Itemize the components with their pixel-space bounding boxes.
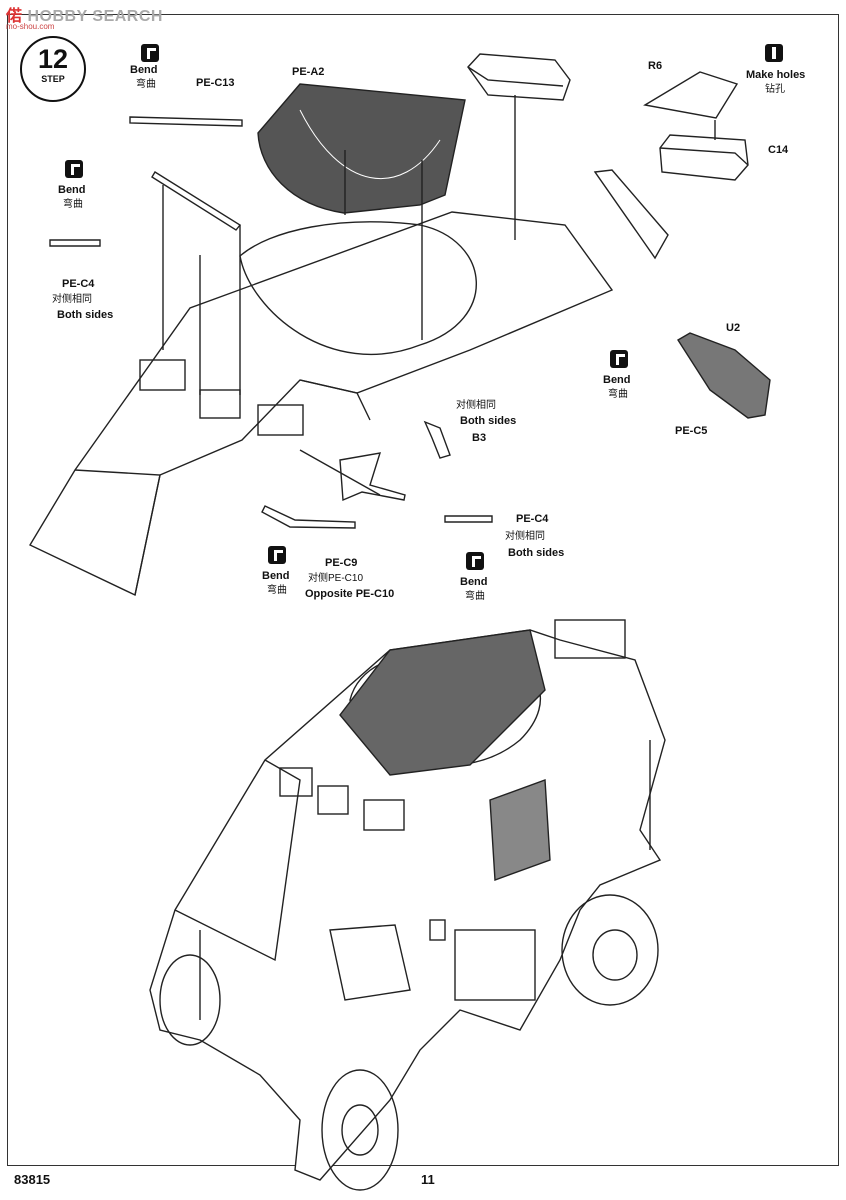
pe-a2-plate	[257, 83, 466, 214]
step-number: 12	[37, 44, 69, 74]
step-label: STEP	[41, 74, 65, 84]
opposite-label: Opposite PE-C10	[305, 588, 395, 600]
bend-icon	[610, 350, 628, 368]
side-hatch-plate	[593, 169, 669, 260]
part-pe-a2: PE-A2	[292, 66, 325, 78]
part-pe-c13: PE-C13	[196, 77, 235, 89]
page-frame	[7, 14, 839, 1166]
part-pe-c4-left: PE-C4	[62, 278, 95, 290]
both-sides-cn-left: 对侧相同	[52, 294, 92, 305]
both-sides-left: Both sides	[57, 309, 114, 321]
both-sides-cn-b3: 对侧相同	[456, 400, 496, 411]
pe-c4-strip-right	[444, 515, 493, 523]
storage-box	[454, 929, 536, 1001]
drill-icon	[765, 44, 783, 62]
r6-part	[643, 71, 739, 119]
bend-label-cn: 弯曲	[267, 585, 287, 596]
watermark: 偌 HOBBY SEARCH	[6, 2, 163, 26]
watermark-brand: HOBBY SEARCH	[27, 8, 163, 25]
bend-label: Bend	[58, 184, 86, 196]
hatch-box	[467, 53, 571, 101]
left-wheel	[159, 954, 221, 1046]
make-holes-label: Make holes	[746, 69, 806, 81]
part-b3: B3	[472, 432, 487, 444]
b3-part	[423, 420, 451, 459]
rear-wheel	[561, 894, 659, 1006]
pe-c13-strip	[129, 116, 243, 127]
part-c14: C14	[768, 144, 789, 156]
part-pe-c4-right: PE-C4	[516, 513, 549, 525]
bend-label-cn: 弯曲	[63, 199, 83, 210]
pe-c4-strip-left	[49, 239, 101, 247]
part-r6: R6	[648, 60, 663, 72]
u2-mesh	[677, 332, 771, 419]
assembled-hatch-box	[554, 619, 626, 659]
assembled-mesh	[489, 779, 551, 881]
watermark-site: mo-shou.com	[6, 22, 55, 31]
opposite-cn: 对侧PE-C10	[308, 573, 364, 584]
bend-icon	[141, 44, 159, 62]
pe-c9-strip	[261, 505, 356, 529]
bend-label-cn: 弯曲	[465, 591, 485, 602]
bend-label: Bend	[460, 576, 488, 588]
page-number: 11	[421, 1172, 435, 1187]
make-holes-label-cn: 钻孔	[765, 84, 785, 95]
bend-icon	[268, 546, 286, 564]
front-wheel	[321, 1069, 399, 1191]
bend-icon	[466, 552, 484, 570]
vision-port-3	[257, 404, 304, 436]
vision-port-1	[139, 359, 186, 391]
kit-number: 83815	[14, 1172, 51, 1187]
watermark-prefix: 偌	[6, 8, 23, 25]
both-sides-right: Both sides	[508, 547, 565, 559]
bend-label-cn: 弯曲	[136, 79, 156, 90]
both-sides-b3: Both sides	[460, 415, 517, 427]
part-pe-c9: PE-C9	[325, 557, 358, 569]
both-sides-cn-right: 对侧相同	[505, 531, 545, 542]
bend-label: Bend	[130, 64, 158, 76]
bend-icon	[65, 160, 83, 178]
part-pe-c5: PE-C5	[675, 425, 708, 437]
bend-label: Bend	[262, 570, 290, 582]
part-u2: U2	[726, 322, 741, 334]
step-badge: 12 STEP	[20, 36, 86, 102]
vision-port-2	[199, 389, 241, 419]
bend-label: Bend	[603, 374, 631, 386]
bend-label-cn: 弯曲	[608, 389, 628, 400]
c14-part	[659, 134, 749, 181]
